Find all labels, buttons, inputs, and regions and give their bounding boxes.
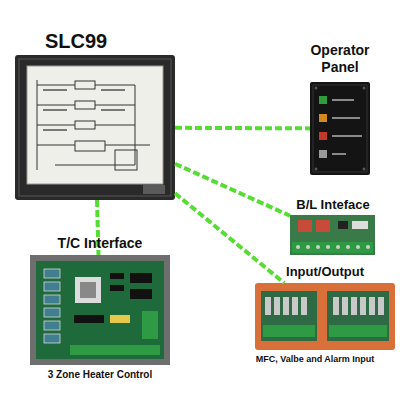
module-box: B/L Inteface	[290, 215, 375, 255]
io-board-photo	[255, 283, 395, 350]
module-heading: B/L Inteface	[278, 197, 388, 213]
module-heading: SLC99	[45, 29, 107, 53]
module-heading: Operator Panel	[290, 42, 390, 76]
heater-control-board-photo	[30, 255, 170, 365]
controller-unit	[15, 55, 175, 200]
module-box: Input/OutputMFC, Valbe and Alarm Input	[255, 283, 395, 350]
module-caption: MFC, Valbe and Alarm Input	[230, 354, 400, 365]
controller-box: SLC99	[15, 55, 175, 200]
operator-panel-photo	[310, 82, 370, 175]
module-heading: Input/Output	[255, 264, 395, 280]
module-caption: 3 Zone Heater Control	[25, 369, 175, 381]
dashed-connector	[175, 126, 310, 131]
interface-board-photo	[290, 215, 375, 255]
module-box: T/C Interface3 Zone Heater Control	[30, 255, 170, 365]
dashed-connector	[175, 193, 284, 283]
module-heading: T/C Interface	[30, 235, 170, 252]
module-box: Operator Panel	[310, 82, 370, 175]
